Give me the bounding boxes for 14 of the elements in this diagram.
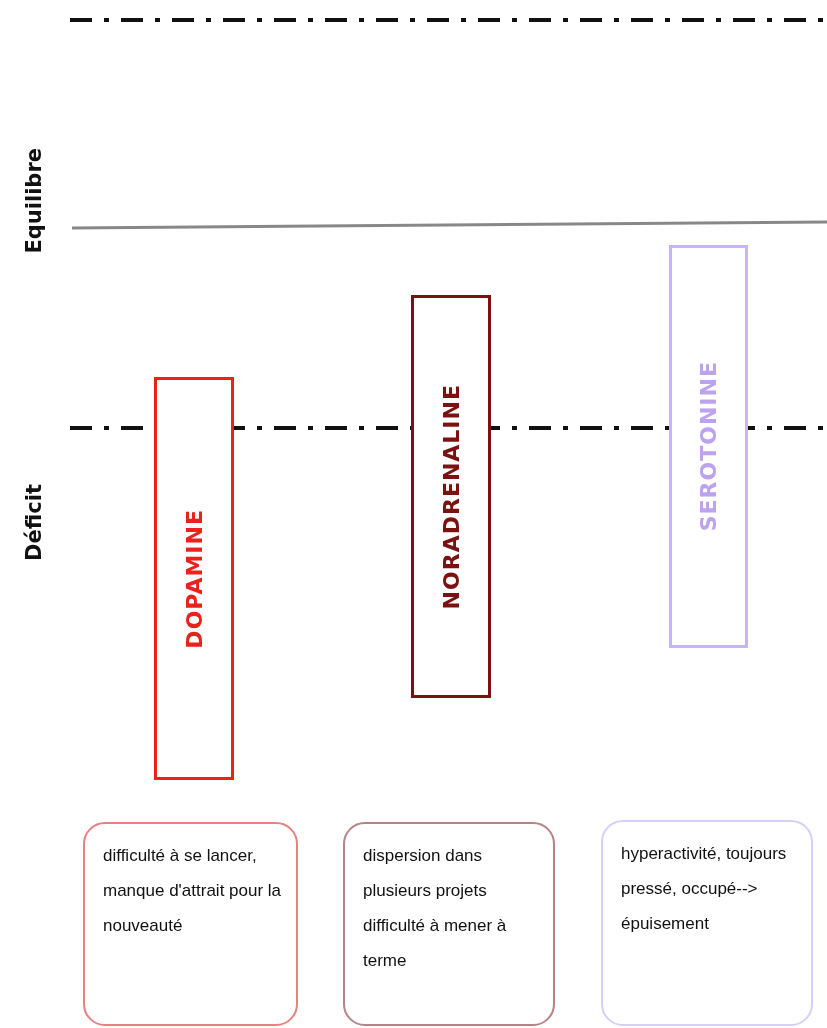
level-label: Déficit <box>22 484 46 561</box>
level-bar <box>411 295 491 698</box>
symptom-card <box>343 822 555 1026</box>
symptom-card <box>83 822 298 1026</box>
symptom-card <box>601 820 813 1026</box>
bar-label: NORADRENALINE <box>438 383 464 610</box>
level-label: Equilibre <box>22 148 46 254</box>
symptom-text: difficulté à se lancer, manque d'attrait pour la nouveauté <box>103 845 283 937</box>
level-bar <box>669 245 748 648</box>
bar-label: SEROTONINE <box>696 361 721 532</box>
symptom-text: hyperactivité, toujours pressé, occupé--> épuisement <box>621 843 788 935</box>
bar-label: DOPAMINE <box>181 508 207 649</box>
level-bar <box>154 377 234 780</box>
symptom-text: dispersion dans plusieurs projets difficulté à mener à terme <box>363 845 508 972</box>
